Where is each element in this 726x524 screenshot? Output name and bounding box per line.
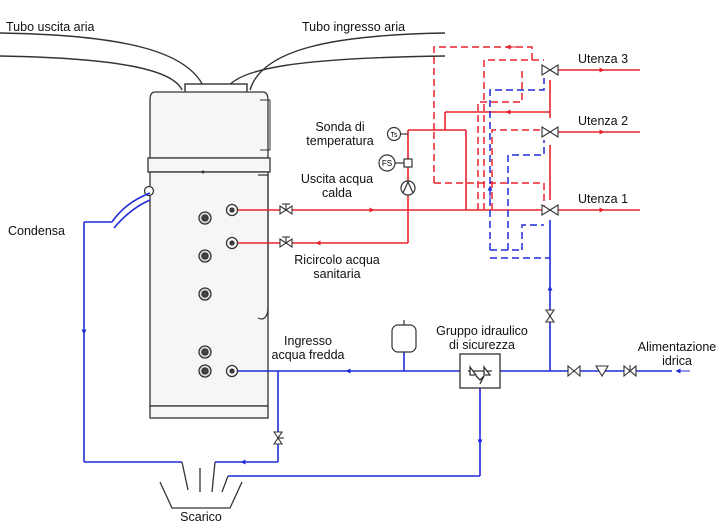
label-recirculation-line1: Ricircolo acqua bbox=[294, 253, 380, 267]
label-cold-inlet-line2: acqua fredda bbox=[271, 348, 345, 362]
label-condensate: Condensa bbox=[8, 224, 65, 238]
safety-group bbox=[459, 353, 501, 389]
label-recirculation-line2: sanitaria bbox=[313, 267, 361, 281]
label-air-outlet: Tubo uscita aria bbox=[6, 20, 95, 34]
fs-symbol: FS bbox=[382, 159, 392, 168]
label-sensor-line2: temperatura bbox=[306, 134, 374, 148]
expansion-vessel bbox=[391, 320, 417, 353]
label-hot-outlet-line1: Uscita acqua bbox=[300, 172, 374, 186]
label-safety-group-line1: Gruppo idraulico bbox=[436, 324, 528, 338]
label-safety-group-line2: di sicurezza bbox=[449, 338, 515, 352]
drain-basin bbox=[159, 461, 243, 509]
label-utenza-1: Utenza 1 bbox=[578, 192, 629, 206]
hot-water-pipes bbox=[238, 69, 640, 244]
tank-ports bbox=[143, 185, 239, 378]
flow-arrows bbox=[81, 44, 690, 465]
cold-feed-dashed bbox=[489, 78, 550, 259]
label-sensor-line1: Sonda di bbox=[315, 120, 365, 134]
ts-symbol: Ts bbox=[391, 132, 399, 139]
label-drain: Scarico bbox=[180, 510, 222, 524]
label-utenza-2: Utenza 2 bbox=[578, 114, 629, 128]
label-hot-outlet-line2: calda bbox=[322, 186, 352, 200]
label-water-supply-line1: Alimentazione bbox=[637, 340, 717, 354]
air-ducts bbox=[0, 32, 446, 95]
label-cold-inlet-line1: Ingresso bbox=[284, 334, 332, 348]
sensor-group bbox=[378, 126, 416, 196]
hot-recirculation-pipes bbox=[433, 46, 545, 210]
valves bbox=[272, 64, 637, 445]
label-utenza-3: Utenza 3 bbox=[578, 52, 629, 66]
label-air-inlet: Tubo ingresso aria bbox=[302, 20, 406, 34]
label-water-supply-line2: idrica bbox=[662, 354, 692, 368]
